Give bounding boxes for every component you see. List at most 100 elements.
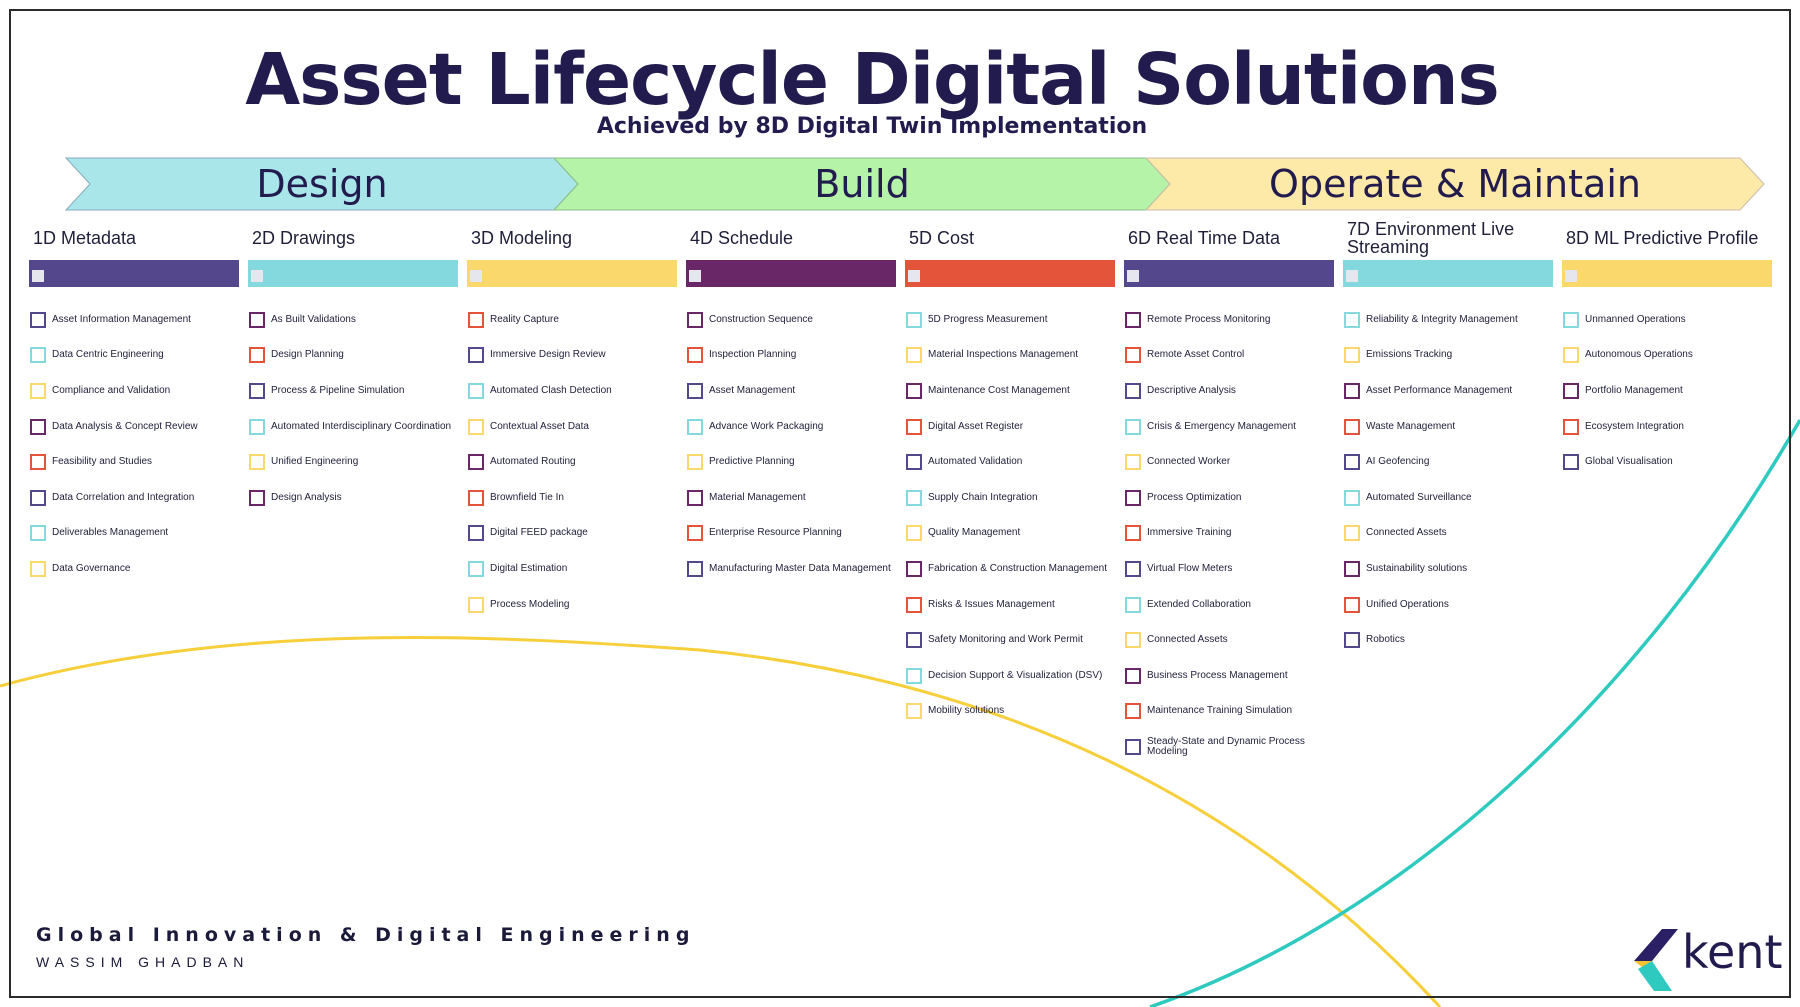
checkbox[interactable] [30,418,46,435]
list-item[interactable]: Sustainability solutions [1344,551,1559,587]
list-item[interactable]: Quality Management [906,516,1121,552]
list-item[interactable]: Manufacturing Master Data Management [687,551,902,587]
list-item[interactable]: Immersive Design Review [468,338,683,374]
list-item[interactable]: As Built Validations [249,302,464,338]
list-item[interactable]: Construction Sequence [687,302,902,338]
checkbox[interactable] [1125,418,1141,435]
list-item[interactable]: Unmanned Operations [1563,302,1778,338]
column-bar-checkbox[interactable] [1565,270,1577,282]
column-bar-checkbox[interactable] [470,270,482,282]
checkbox[interactable] [1344,489,1360,506]
list-item[interactable]: Maintenance Training Simulation [1125,694,1340,730]
list-item[interactable]: Data Centric Engineering [30,338,245,374]
column-bar-checkbox[interactable] [251,270,263,282]
list-item[interactable]: Automated Interdisciplinary Coordination [249,409,464,445]
checkbox[interactable] [906,667,922,684]
list-item[interactable]: Ecosystem Integration [1563,409,1778,445]
column-bar-checkbox[interactable] [1127,270,1139,282]
checkbox[interactable] [906,560,922,577]
list-item[interactable]: Business Process Management [1125,658,1340,694]
checkbox[interactable] [30,311,46,328]
checkbox[interactable] [1344,454,1360,471]
checkbox[interactable] [1125,311,1141,328]
list-item[interactable]: Digital FEED package [468,516,683,552]
checkbox[interactable] [906,632,922,649]
list-item[interactable]: Digital Estimation [468,551,683,587]
checkbox[interactable] [1344,596,1360,613]
checkbox[interactable] [468,525,484,542]
checkbox[interactable] [1563,311,1579,328]
checkbox[interactable] [249,311,265,328]
checkbox[interactable] [906,347,922,364]
checkbox[interactable] [249,382,265,399]
column-bar-checkbox[interactable] [1346,270,1358,282]
checkbox[interactable] [468,560,484,577]
list-item[interactable]: Crisis & Emergency Management [1125,409,1340,445]
list-item[interactable]: Decision Support & Visualization (DSV) [906,658,1121,694]
column-bar-checkbox[interactable] [689,270,701,282]
list-item[interactable]: Extended Collaboration [1125,587,1340,623]
list-item[interactable]: Waste Management [1344,409,1559,445]
list-item[interactable]: Process Optimization [1125,480,1340,516]
list-item[interactable]: Digital Asset Register [906,409,1121,445]
list-item[interactable]: Maintenance Cost Management [906,373,1121,409]
checkbox[interactable] [1125,347,1141,364]
list-item[interactable]: Remote Process Monitoring [1125,302,1340,338]
checkbox[interactable] [687,418,703,435]
list-item[interactable]: Robotics [1344,622,1559,658]
list-item[interactable]: Supply Chain Integration [906,480,1121,516]
list-item[interactable]: Contextual Asset Data [468,409,683,445]
list-item[interactable]: Deliverables Management [30,516,245,552]
list-item[interactable]: Autonomous Operations [1563,338,1778,374]
checkbox[interactable] [1563,382,1579,399]
checkbox[interactable] [687,382,703,399]
list-item[interactable]: Immersive Training [1125,516,1340,552]
checkbox[interactable] [1563,347,1579,364]
list-item[interactable]: Safety Monitoring and Work Permit [906,622,1121,658]
checkbox[interactable] [1125,738,1141,755]
checkbox[interactable] [1563,418,1579,435]
list-item[interactable]: Connected Worker [1125,444,1340,480]
checkbox[interactable] [1125,489,1141,506]
list-item[interactable]: Data Governance [30,551,245,587]
checkbox[interactable] [687,489,703,506]
checkbox[interactable] [30,560,46,577]
checkbox[interactable] [1344,382,1360,399]
checkbox[interactable] [687,525,703,542]
list-item[interactable]: Steady-State and Dynamic Process Modelin… [1125,729,1340,765]
list-item[interactable]: Fabrication & Construction Management [906,551,1121,587]
list-item[interactable]: Unified Operations [1344,587,1559,623]
list-item[interactable]: Automated Clash Detection [468,373,683,409]
list-item[interactable]: Asset Management [687,373,902,409]
checkbox[interactable] [906,454,922,471]
checkbox[interactable] [1344,418,1360,435]
checkbox[interactable] [30,382,46,399]
checkbox[interactable] [468,418,484,435]
list-item[interactable]: Portfolio Management [1563,373,1778,409]
list-item[interactable]: Inspection Planning [687,338,902,374]
list-item[interactable]: AI Geofencing [1344,444,1559,480]
column-bar-checkbox[interactable] [32,270,44,282]
checkbox[interactable] [906,525,922,542]
list-item[interactable]: Material Management [687,480,902,516]
list-item[interactable]: Data Correlation and Integration [30,480,245,516]
checkbox[interactable] [30,489,46,506]
list-item[interactable]: Descriptive Analysis [1125,373,1340,409]
list-item[interactable]: Enterprise Resource Planning [687,516,902,552]
checkbox[interactable] [687,347,703,364]
list-item[interactable]: Process & Pipeline Simulation [249,373,464,409]
checkbox[interactable] [249,418,265,435]
list-item[interactable]: Reality Capture [468,302,683,338]
checkbox[interactable] [30,347,46,364]
list-item[interactable]: Connected Assets [1344,516,1559,552]
checkbox[interactable] [468,596,484,613]
list-item[interactable]: Risks & Issues Management [906,587,1121,623]
list-item[interactable]: Brownfield Tie In [468,480,683,516]
checkbox[interactable] [687,560,703,577]
list-item[interactable]: Automated Validation [906,444,1121,480]
checkbox[interactable] [1344,560,1360,577]
checkbox[interactable] [468,382,484,399]
checkbox[interactable] [687,311,703,328]
checkbox[interactable] [1125,382,1141,399]
checkbox[interactable] [906,382,922,399]
